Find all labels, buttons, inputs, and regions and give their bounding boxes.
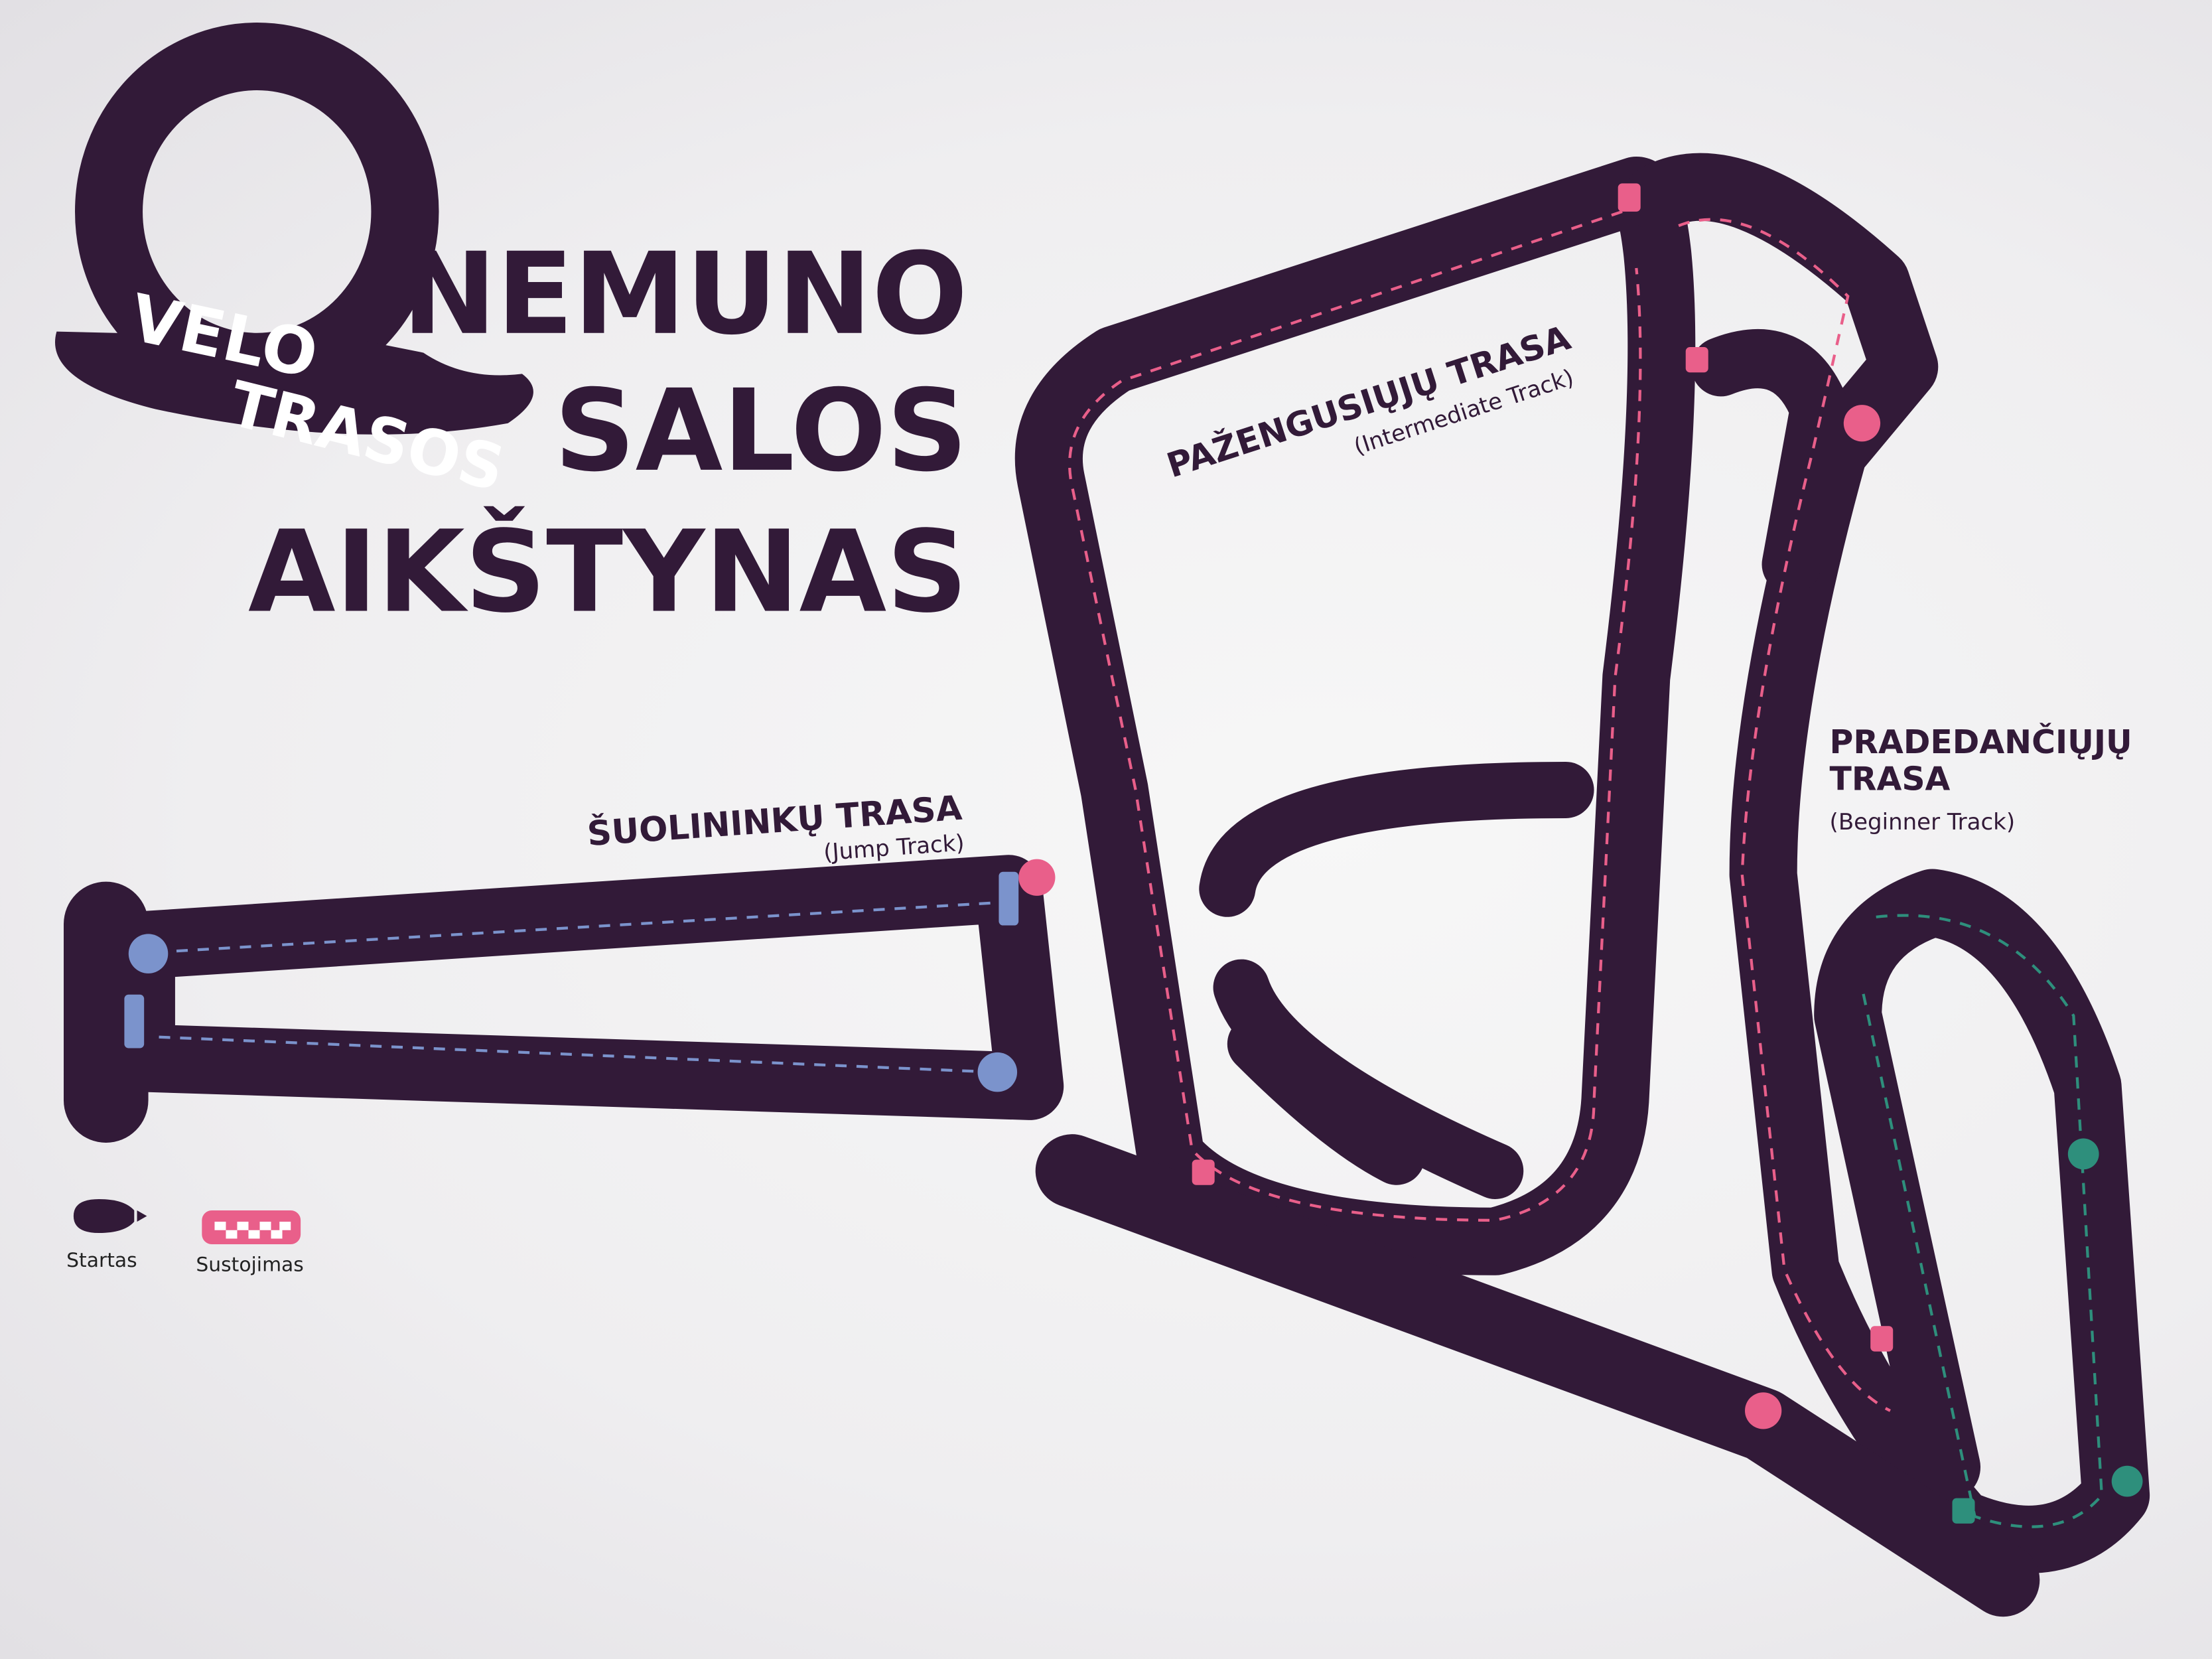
beginner-track-road: [1624, 153, 2150, 1573]
start-icon: [1843, 405, 1881, 442]
jump-track-road: [107, 855, 1064, 1120]
stop-icon: [1618, 183, 1641, 212]
intermediate-route-line: [1068, 210, 1891, 1412]
start-icon: [73, 1198, 135, 1233]
beginner-track-subtitle: (Beginner Track): [1830, 809, 2016, 835]
legend-stop-label: Sustojimas: [196, 1253, 303, 1276]
stop-icon: [1870, 1326, 1894, 1352]
start-icon: [128, 934, 169, 974]
legend: Startas Sustojimas: [66, 1198, 304, 1276]
beginner-track-name-line2: TRASA: [1830, 760, 1951, 798]
start-icon: [1745, 1392, 1782, 1429]
title-line1: NEMUNO: [402, 229, 968, 360]
beginner-track-name-line1: PRADEDANČIŲJŲ: [1830, 722, 2132, 761]
start-icon: [1018, 859, 1056, 896]
stop-icon: [1192, 1159, 1215, 1185]
stop-icon: [124, 994, 145, 1048]
start-icon: [977, 1052, 1018, 1092]
jump-route-line: [155, 901, 995, 1074]
intermediate-track-road: [1014, 156, 1696, 1275]
beginner-route-line: [1860, 914, 2104, 1528]
start-icon: [2067, 1138, 2099, 1170]
start-markers: [128, 405, 2143, 1497]
intermediate-east-loop: [1691, 328, 1850, 594]
title-line2: SALOS: [554, 366, 967, 497]
title-line3: AIKŠTYNAS: [248, 506, 968, 638]
stop-icon: [999, 871, 1019, 926]
stop-icon: [1685, 346, 1708, 373]
legend-start-label: Startas: [66, 1249, 137, 1272]
intermediate-inner-road: [1199, 761, 1594, 1199]
stop-icon: [1952, 1498, 1975, 1524]
stop-markers: [124, 183, 1975, 1524]
start-icon: [2111, 1465, 2143, 1497]
